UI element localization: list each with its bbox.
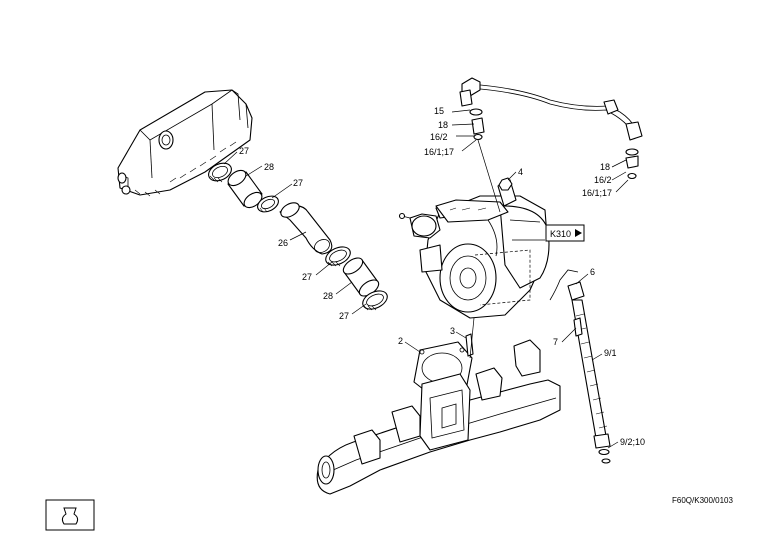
label-27-lower: 27 <box>339 311 349 321</box>
label-2: 2 <box>398 336 403 346</box>
label-16-1-17-right: 16/1;17 <box>582 188 612 198</box>
label-18-right: 18 <box>600 162 610 172</box>
label-16-2: 16/2 <box>430 132 448 142</box>
label-26: 26 <box>278 238 288 248</box>
label-4: 4 <box>518 167 523 177</box>
banjo-fitting-right <box>625 148 639 180</box>
reference-box-label: K310 <box>550 229 571 239</box>
tube-26 <box>279 202 333 255</box>
sleeve-28-lower <box>342 257 380 297</box>
label-27-second: 27 <box>293 178 303 188</box>
nut-4 <box>498 177 513 191</box>
label-15: 15 <box>434 106 444 116</box>
turbocharger <box>419 179 550 319</box>
turbo-mounting-flange <box>435 199 509 223</box>
label-16-2-right: 16/2 <box>594 175 612 185</box>
oil-return-pipe <box>549 269 611 464</box>
label-9-1: 9/1 <box>604 348 617 358</box>
part-labels: 15 18 16/2 16/1;17 18 16/2 16/1;17 4 27 … <box>239 106 645 447</box>
oil-feed-pipe <box>461 77 643 141</box>
sleeve-28-upper <box>227 169 263 209</box>
label-27-third: 27 <box>302 272 312 282</box>
engine-symbol-box <box>45 499 95 531</box>
banjo-fitting-left <box>459 89 485 141</box>
clamp-27-second <box>257 195 279 213</box>
label-7: 7 <box>553 337 558 347</box>
wastegate-actuator <box>398 212 441 239</box>
leader-lines <box>223 109 629 449</box>
label-6: 6 <box>590 267 595 277</box>
intercooler-housing <box>117 89 253 197</box>
label-28-upper: 28 <box>264 162 274 172</box>
label-28-lower: 28 <box>323 291 333 301</box>
clamp-27-lower <box>362 290 388 311</box>
stud-3 <box>465 333 474 357</box>
clamp-27-upper <box>208 162 232 183</box>
key-shape-icon <box>61 507 79 525</box>
reference-box-k310[interactable]: K310 <box>545 224 585 242</box>
clamp-27-third <box>325 246 351 267</box>
drawing-code: F60Q/K300/0103 <box>672 496 733 505</box>
label-16-1-17: 16/1;17 <box>424 147 454 157</box>
label-3: 3 <box>450 326 455 336</box>
arrow-right-icon <box>575 229 582 237</box>
exhaust-manifold <box>316 339 561 495</box>
label-18: 18 <box>438 120 448 130</box>
label-27-upper: 27 <box>239 146 249 156</box>
label-9-2-10: 9/2;10 <box>620 437 645 447</box>
